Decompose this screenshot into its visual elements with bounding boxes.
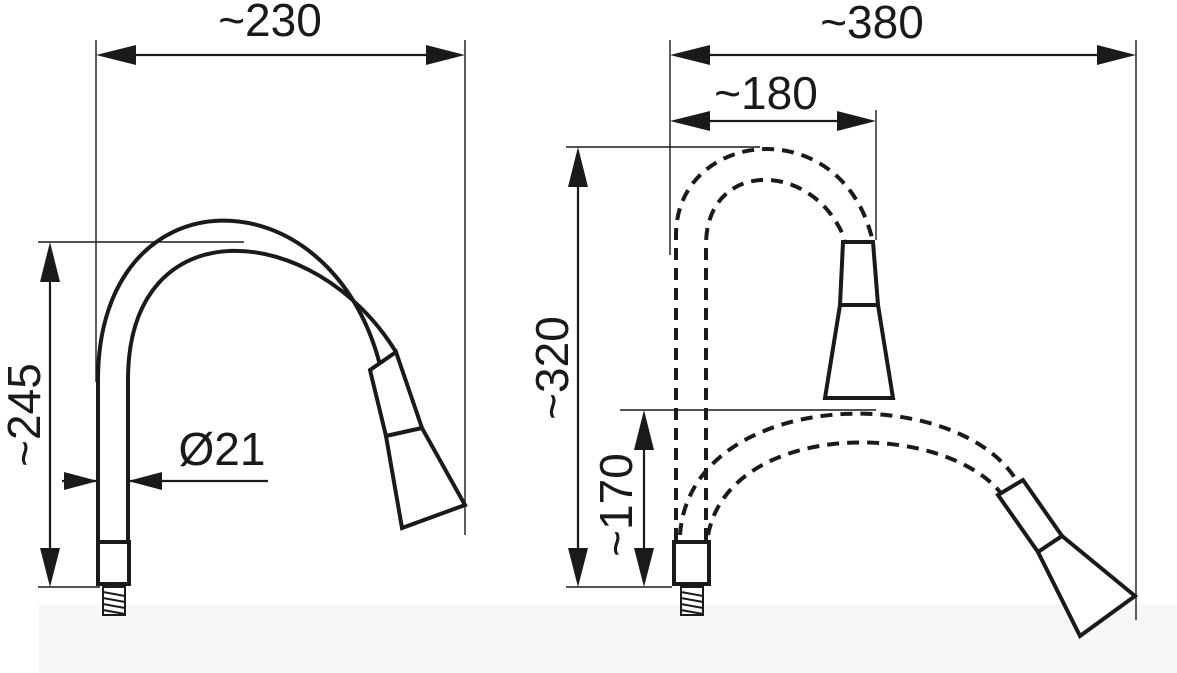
right-lowered-hose-outer: [678, 411, 1017, 536]
right-lowered-hose-inner: [706, 440, 1002, 536]
arrowhead-left-icon: [670, 111, 710, 131]
arrowhead-down-icon: [40, 548, 60, 587]
left-connector: [96, 540, 131, 616]
left-hose-outer: [96, 218, 382, 542]
right-inner-width-dimension: ~180: [670, 67, 876, 131]
arrowhead-up-icon: [568, 147, 588, 187]
arrowhead-right-icon: [837, 111, 876, 131]
right-width-dimension: ~380: [670, 0, 1136, 65]
arrowhead-up-icon: [634, 410, 654, 450]
left-diameter-label: Ø21: [179, 423, 266, 475]
left-spray-head: [367, 348, 468, 531]
right-raised-spray-head: [822, 240, 896, 400]
arrowhead-down-icon: [634, 548, 654, 587]
left-diameter-dimension: Ø21: [62, 423, 268, 490]
arrowhead-left-icon: [96, 45, 136, 65]
left-height-dimension: ~245: [0, 242, 60, 587]
right-faucet-figure: ~380 ~180 ~320 ~170: [526, 0, 1139, 640]
arrowhead-right-icon: [426, 45, 465, 65]
left-height-label: ~245: [0, 363, 50, 467]
right-height-raised-dimension: ~320: [526, 147, 588, 587]
right-raised-hose-inner: [704, 178, 847, 540]
arrowhead-right-icon: [64, 472, 98, 490]
right-height-lowered-dimension: ~170: [590, 410, 654, 587]
left-faucet-figure: ~230 ~245 Ø21: [0, 0, 468, 616]
left-width-dimension: ~230: [96, 0, 465, 65]
left-hose-inner: [126, 248, 398, 542]
right-height-raised-label: ~320: [526, 316, 578, 420]
right-inner-width-label: ~180: [714, 67, 818, 119]
arrowhead-left-icon: [128, 472, 162, 490]
left-width-label: ~230: [218, 0, 322, 46]
right-width-label: ~380: [820, 0, 924, 48]
arrowhead-left-icon: [670, 45, 710, 65]
right-lowered-spray-head: [995, 477, 1139, 640]
bottom-band: [38, 605, 1177, 673]
right-connector: [672, 540, 711, 616]
right-height-lowered-label: ~170: [590, 453, 642, 557]
arrowhead-down-icon: [568, 548, 588, 587]
arrowhead-right-icon: [1097, 45, 1136, 65]
arrowhead-up-icon: [40, 242, 60, 282]
right-raised-hose-outer: [674, 147, 874, 540]
